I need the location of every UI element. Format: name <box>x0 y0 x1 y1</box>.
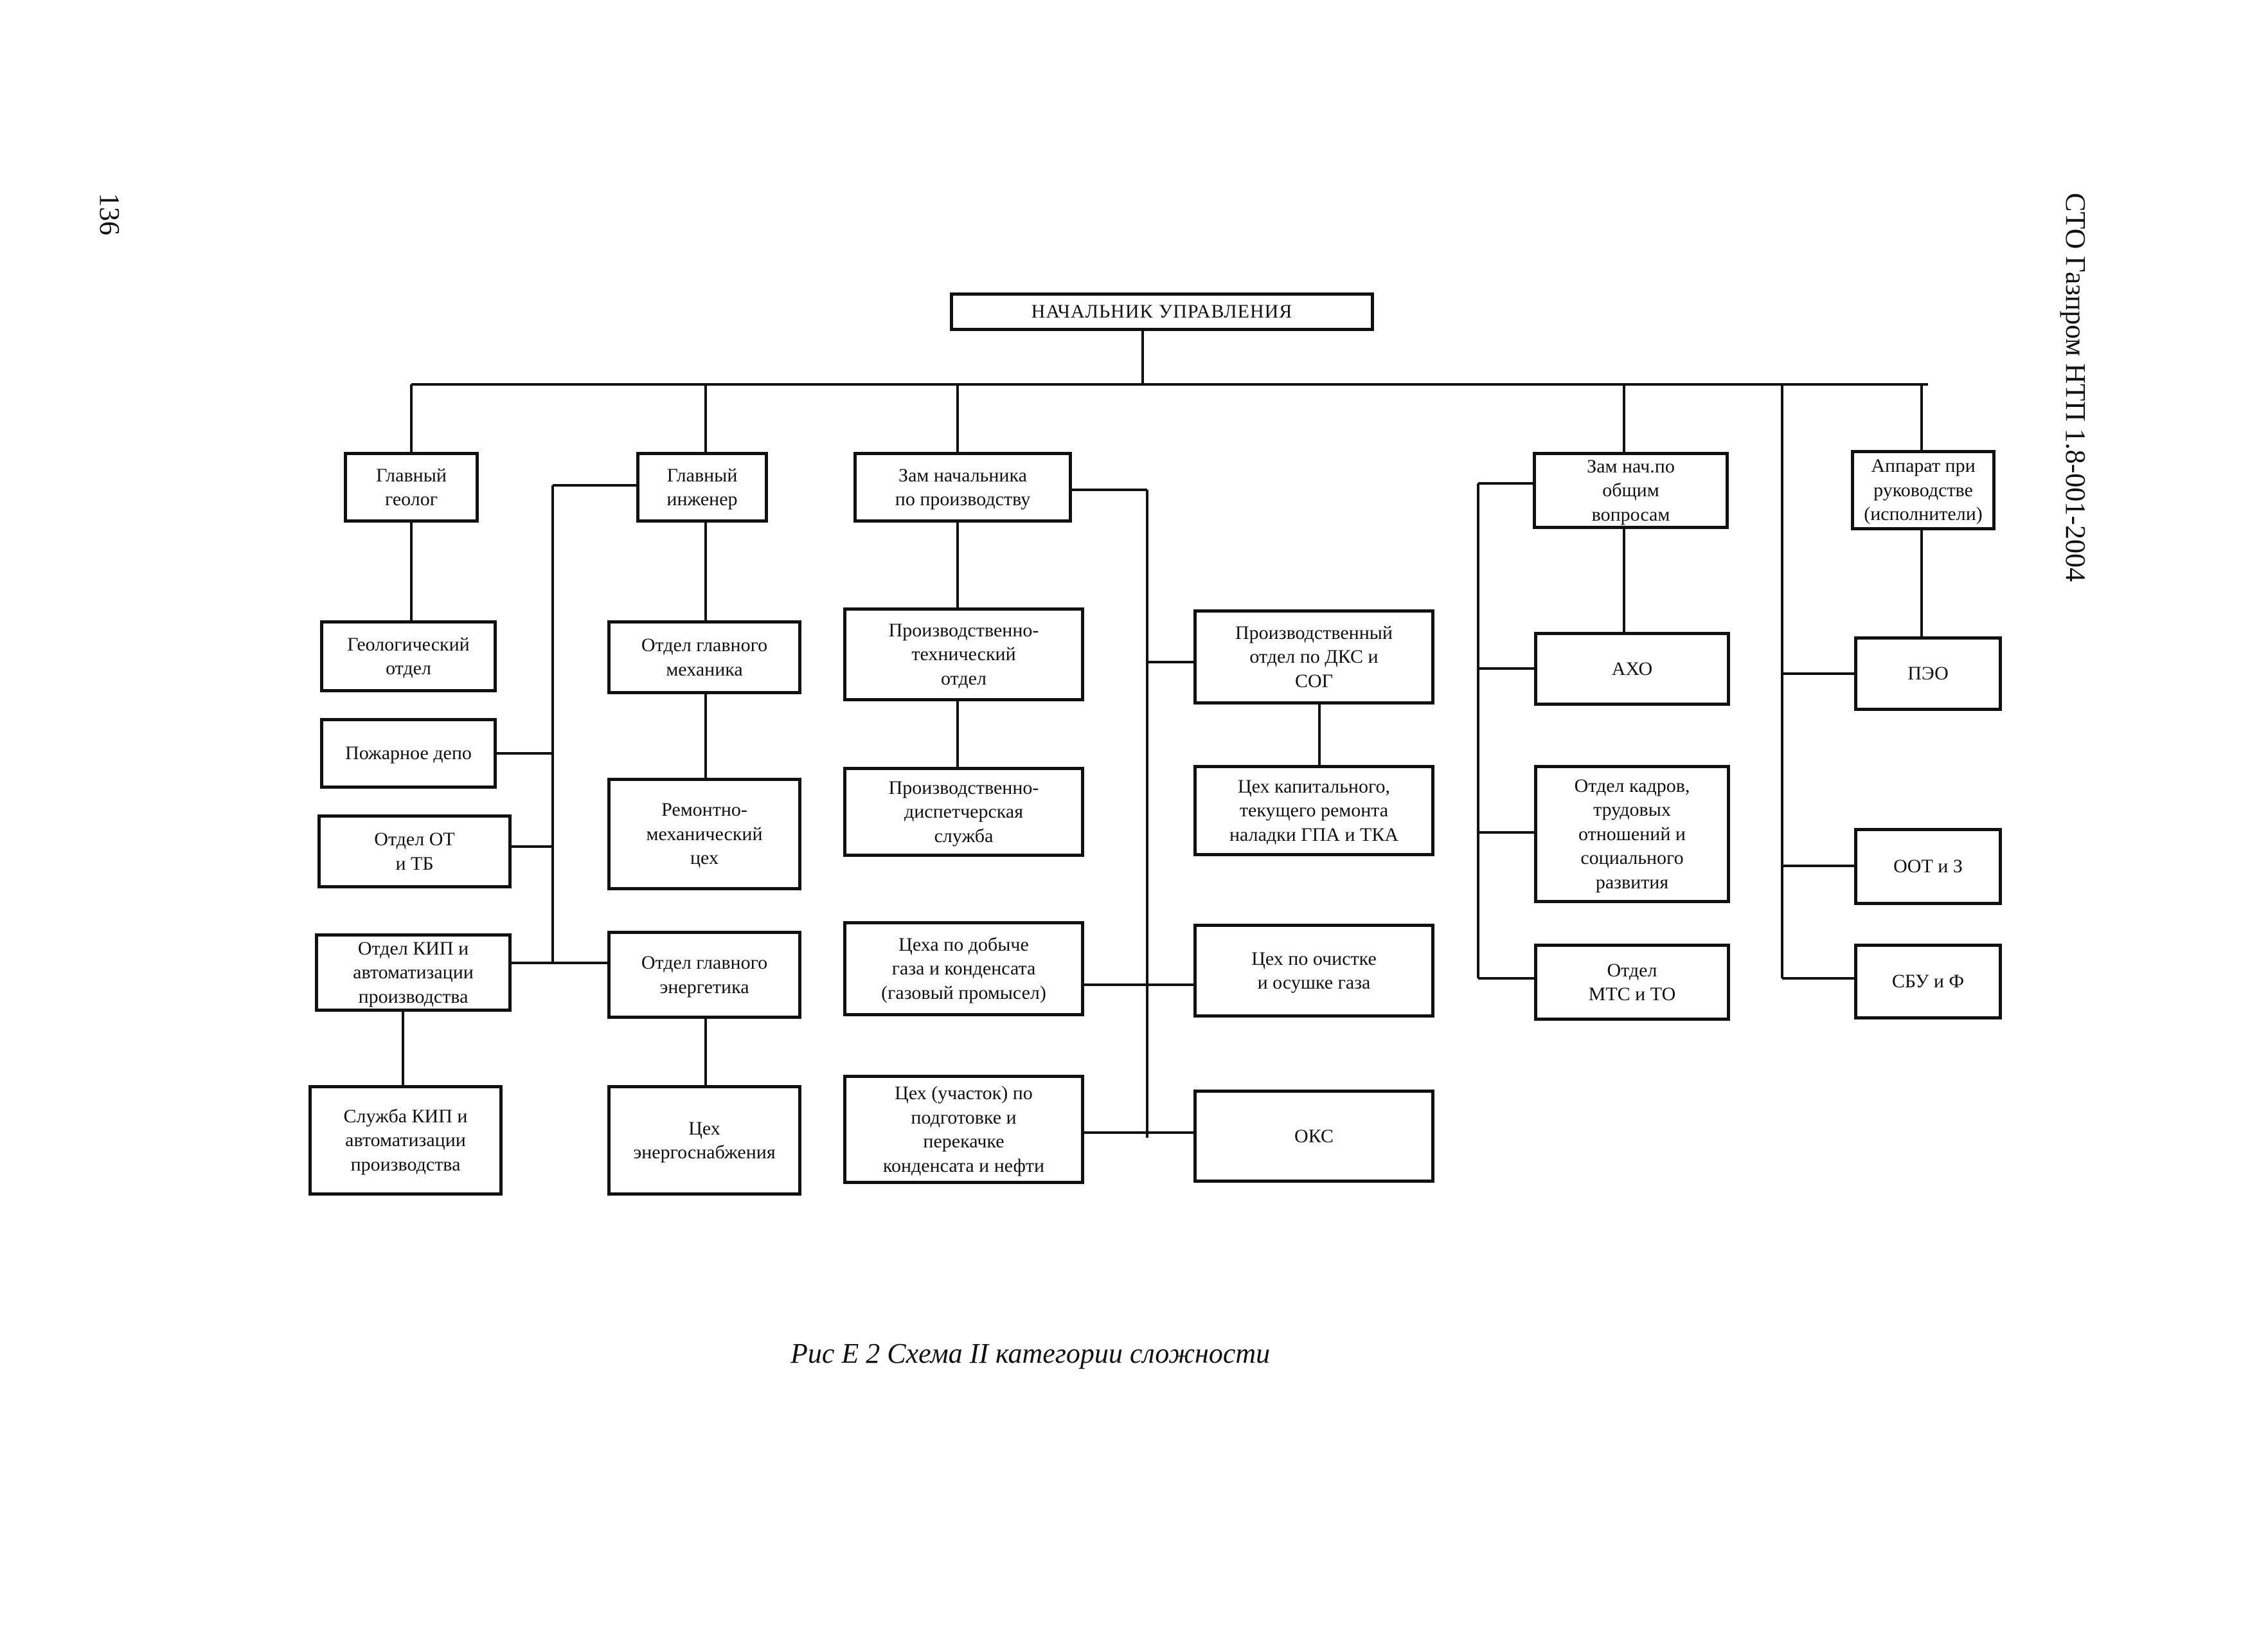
power-supply-shop-box: Цех энергоснабжения <box>607 1085 801 1196</box>
chief-geologist-box: Главный геолог <box>344 452 479 523</box>
overhaul-shop-box: Цех капитального, текущего ремонта налад… <box>1193 765 1434 856</box>
hr-dept-box: Отдел кадров, трудовых отношений и социа… <box>1534 765 1730 903</box>
gas-production-shops-box: Цеха по добыче газа и конденсата (газовы… <box>843 921 1084 1016</box>
mts-dept-box: Отдел МТС и ТО <box>1534 944 1730 1021</box>
chief-power-dept-box: Отдел главного энергетика <box>607 931 801 1019</box>
oks-box: ОКС <box>1193 1090 1434 1183</box>
chief-engineer-box: Главный инженер <box>636 452 768 523</box>
instrumentation-service-box: Служба КИП и автоматизации производства <box>308 1085 503 1196</box>
fire-depot-box: Пожарное депо <box>320 718 497 789</box>
instrumentation-dept-box: Отдел КИП и автоматизации производства <box>315 933 512 1012</box>
dks-dept-box: Производственный отдел по ДКС и СОГ <box>1193 609 1434 705</box>
condensate-shop-box: Цех (участок) по подготовке и перекачке … <box>843 1075 1084 1184</box>
management-staff-box: Аппарат при руководстве (исполнители) <box>1851 450 1996 530</box>
oot-box: ООТ и З <box>1854 828 2002 905</box>
aho-box: АХО <box>1534 632 1730 706</box>
repair-shop-box: Ремонтно- механический цех <box>607 778 801 890</box>
geological-dept-box: Геологический отдел <box>320 620 497 692</box>
sbu-box: СБУ и Ф <box>1854 944 2002 1019</box>
deputy-production-box: Зам начальника по производству <box>853 452 1072 523</box>
deputy-general-box: Зам нач.по общим вопросам <box>1533 452 1729 529</box>
gas-treatment-shop-box: Цех по очистке и осушке газа <box>1193 924 1434 1018</box>
head-box: НАЧАЛЬНИК УПРАВЛЕНИЯ <box>950 292 1374 331</box>
chief-mechanic-dept-box: Отдел главного механика <box>607 620 801 694</box>
production-technical-dept-box: Производственно- технический отдел <box>843 607 1084 701</box>
dispatch-service-box: Производственно- диспетчерская служба <box>843 767 1084 857</box>
peo-box: ПЭО <box>1854 636 2002 711</box>
labor-safety-dept-box: Отдел ОТ и ТБ <box>317 814 512 888</box>
figure-caption: Рис Е 2 Схема II категории сложности <box>790 1338 1271 1369</box>
